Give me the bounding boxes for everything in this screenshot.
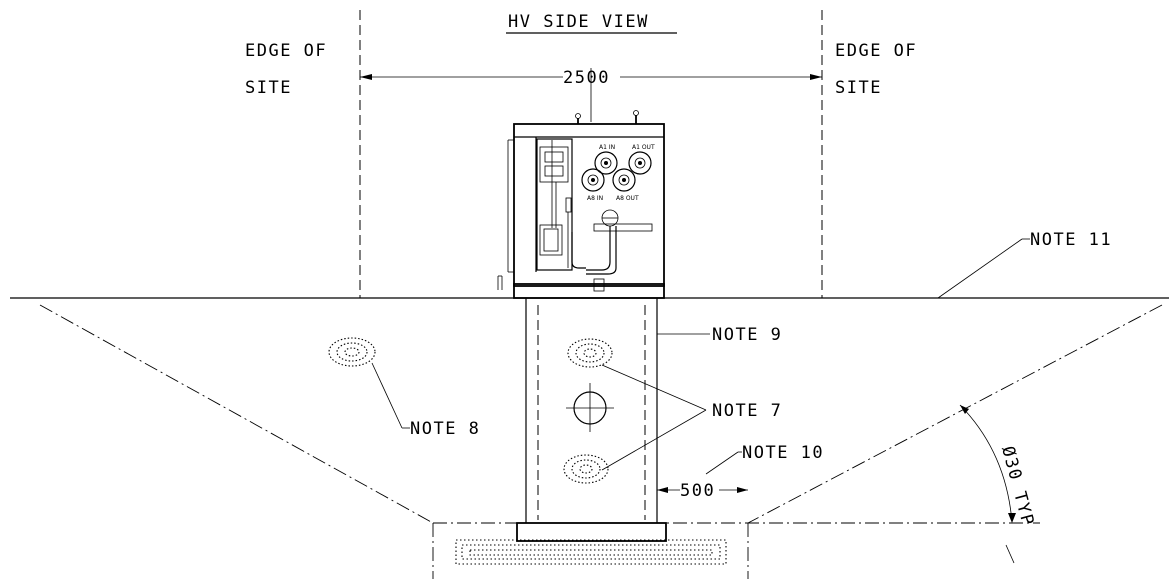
foundation-post (516, 298, 667, 542)
drawing-title: HV SIDE VIEW (508, 12, 649, 32)
panel-label-a8-in: A8 IN (587, 195, 603, 202)
note-8-label: NOTE 8 (410, 419, 480, 439)
bushing-a8-out (612, 168, 636, 192)
edge-left-label-line2: SITE (245, 78, 292, 98)
gravel-cluster-lower (563, 454, 609, 484)
panel-label-a1-out: A1 OUT (632, 144, 655, 151)
edge-right-label-line1: EDGE OF (835, 41, 917, 61)
panel-label-a8-out: A8 OUT (616, 195, 639, 202)
edge-right-label-line2: SITE (835, 78, 882, 98)
note7-leader-lower (601, 409, 707, 471)
bushing-a1-in (594, 151, 618, 175)
edge-left-label-line1: EDGE OF (245, 41, 327, 61)
dimension-angle-30 (959, 404, 1016, 564)
excavation-outline (39, 304, 1163, 579)
note-7-label: NOTE 7 (712, 401, 782, 421)
dimension-2500-label: 2500 (563, 68, 610, 88)
panel-label-a1-in: A1 IN (599, 144, 615, 151)
conduit-entry-circle (566, 383, 614, 432)
note11-leader (937, 238, 1023, 299)
note10-leader (705, 451, 739, 475)
dimension-500 (657, 487, 748, 493)
note8-leader (371, 362, 403, 429)
gravel-cluster-note8 (328, 337, 376, 367)
kiosk-enclosure (497, 110, 665, 299)
dimension-angle-label: Ø30 TYP (997, 444, 1038, 529)
note-9-label: NOTE 9 (712, 325, 782, 345)
note-10-label: NOTE 10 (742, 443, 824, 463)
note-11-label: NOTE 11 (1030, 230, 1112, 250)
gravel-bed (455, 539, 727, 565)
dimension-500-label: 500 (680, 481, 715, 501)
gravel-cluster-upper (567, 338, 613, 368)
note7-leader-upper (601, 364, 707, 411)
bushing-a1-out (628, 151, 652, 175)
dimension-2500 (360, 68, 822, 122)
bushing-a8-in (581, 168, 605, 192)
